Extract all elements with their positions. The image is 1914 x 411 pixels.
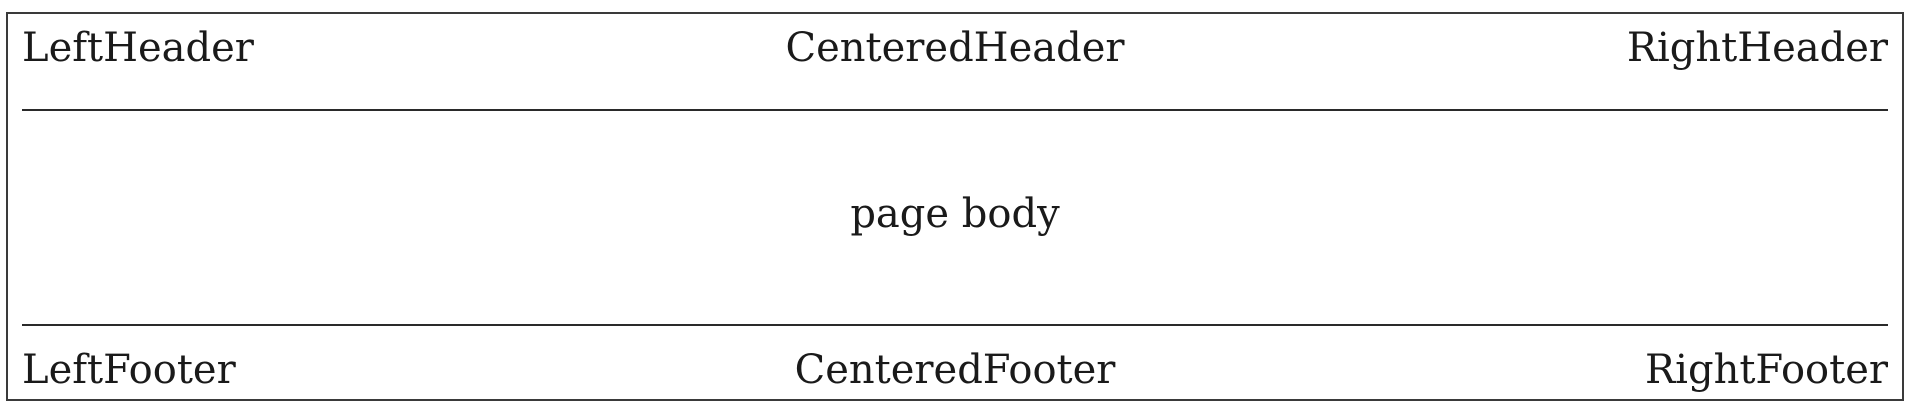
left-header: LeftHeader [22, 25, 254, 71]
footer-rule [22, 324, 1888, 326]
header-rule [22, 109, 1888, 111]
left-footer: LeftFooter [22, 347, 236, 393]
centered-footer: CenteredFooter [794, 347, 1116, 393]
centered-header: CenteredHeader [785, 25, 1125, 71]
page-body: page body [850, 191, 1060, 237]
right-footer: RightFooter [1645, 347, 1888, 393]
right-header: RightHeader [1626, 25, 1888, 71]
page-header: LeftHeader CenteredHeader RightHeader [22, 28, 1888, 68]
page-footer: LeftFooter CenteredFooter RightFooter [22, 350, 1888, 390]
page-frame: LeftHeader CenteredHeader RightHeader pa… [6, 12, 1904, 401]
